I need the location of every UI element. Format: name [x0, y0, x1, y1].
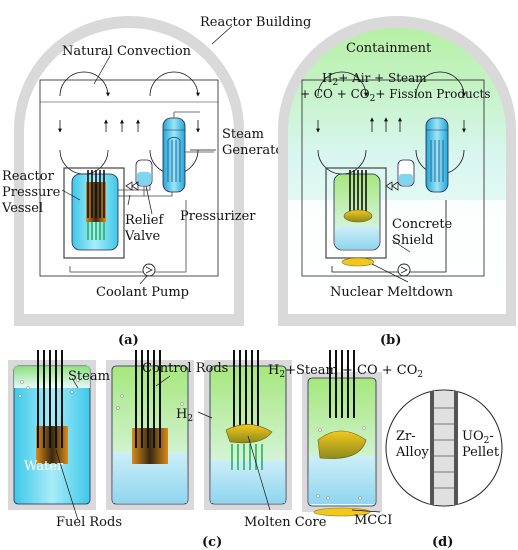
relief-valve-b-icon	[385, 181, 399, 191]
gas-air-steam: + Air + Steam	[338, 71, 427, 85]
zr-alloy-label-1: Zr-	[396, 429, 416, 444]
uo2-sub: 2	[484, 436, 490, 446]
top-gas-label: H2+Steam + CO + CO2	[268, 363, 423, 380]
panel-a: Reactor Building Natural Convection Stea…	[1, 15, 311, 348]
coolant-pump-icon	[142, 263, 156, 277]
zr-alloy-label-2: Alloy	[395, 445, 430, 460]
coolant-pump-b-icon	[397, 263, 411, 277]
panel-d-caption: (d)	[432, 535, 453, 550]
steam-generator	[162, 111, 214, 193]
uo2-label-1: UO2-	[462, 429, 494, 446]
rpv-label-2: Pressure	[2, 185, 61, 200]
fuel-rods-label: Fuel Rods	[56, 515, 122, 530]
relief-valve-icon	[125, 181, 139, 191]
rpv-label-1: Reactor	[2, 169, 55, 184]
pressurizer	[135, 159, 153, 196]
containment-label: Containment	[346, 41, 432, 56]
control-rods-label: Control Rods	[142, 361, 228, 376]
pressurizer-b	[397, 159, 415, 187]
panel-d: Zr- Alloy UO2- Pellet (d)	[385, 389, 503, 550]
top-gas-h-sub: 2	[279, 370, 285, 380]
steam-generator-b	[425, 117, 449, 193]
gas-co-label: + CO + CO	[300, 87, 370, 101]
water-label: Water	[24, 459, 64, 474]
top-gas-co2-sub: 2	[417, 370, 423, 380]
panel-a-caption: (a)	[118, 333, 139, 348]
gas-line-2: + CO + CO2+ Fission Products	[300, 87, 490, 104]
panel-c: Steam Water Fuel Rods Control Rods H2 H2…	[8, 350, 423, 550]
top-gas-h: H	[268, 363, 279, 378]
reactor-building-interior	[24, 28, 234, 314]
steam-generator-label-2: Generator	[222, 143, 290, 158]
natural-convection-label: Natural Convection	[62, 44, 192, 59]
uo2-dash: -	[489, 429, 493, 444]
h2-sub: 2	[187, 414, 193, 424]
vessel-stage-1	[8, 350, 96, 510]
pressurizer-label: Pressurizer	[180, 209, 256, 224]
uo2-label-2: Pellet	[462, 445, 500, 460]
gas-line-1: H2+ Air + Steam	[322, 71, 427, 88]
gas-h-label: H	[322, 71, 332, 85]
panel-b: Containment H2+ Air + Steam + CO + CO2+ …	[278, 16, 516, 348]
molten-core-label: Molten Core	[244, 515, 327, 530]
fuel-pellet-column	[434, 391, 454, 505]
gas-fission: + Fission Products	[375, 87, 490, 101]
steam-label: Steam	[68, 369, 110, 384]
melting-vessel-b	[325, 167, 387, 267]
top-gas-mid: +Steam + CO + CO	[285, 363, 417, 378]
panel-b-caption: (b)	[380, 333, 401, 348]
vessel-stage-3	[204, 350, 292, 510]
gas-h-sub: 2	[332, 78, 338, 88]
h2-label: H2	[176, 407, 193, 424]
vessel-stage-2	[106, 350, 194, 510]
containment-boundary	[39, 79, 219, 277]
concrete-shield-label-1: Concrete	[392, 217, 453, 232]
uo2-uo: UO	[462, 429, 484, 444]
panel-c-caption: (c)	[202, 535, 222, 550]
h2-h: H	[176, 407, 187, 422]
gas-co2-sub: 2	[370, 94, 376, 104]
rpv-label-3: Vessel	[1, 201, 43, 216]
reactor-pressure-vessel	[63, 167, 125, 259]
relief-valve-label-2: Valve	[124, 229, 160, 244]
reactor-building-label: Reactor Building	[200, 15, 311, 30]
mcci-label: MCCI	[354, 513, 392, 528]
vessel-stage-4	[302, 350, 382, 517]
coolant-pump-label: Coolant Pump	[96, 285, 189, 300]
relief-valve-label-1: Relief	[125, 213, 164, 228]
nuclear-meltdown-label: Nuclear Meltdown	[330, 285, 454, 300]
concrete-shield-label-2: Shield	[392, 233, 434, 248]
steam-generator-label-1: Steam	[222, 127, 264, 142]
